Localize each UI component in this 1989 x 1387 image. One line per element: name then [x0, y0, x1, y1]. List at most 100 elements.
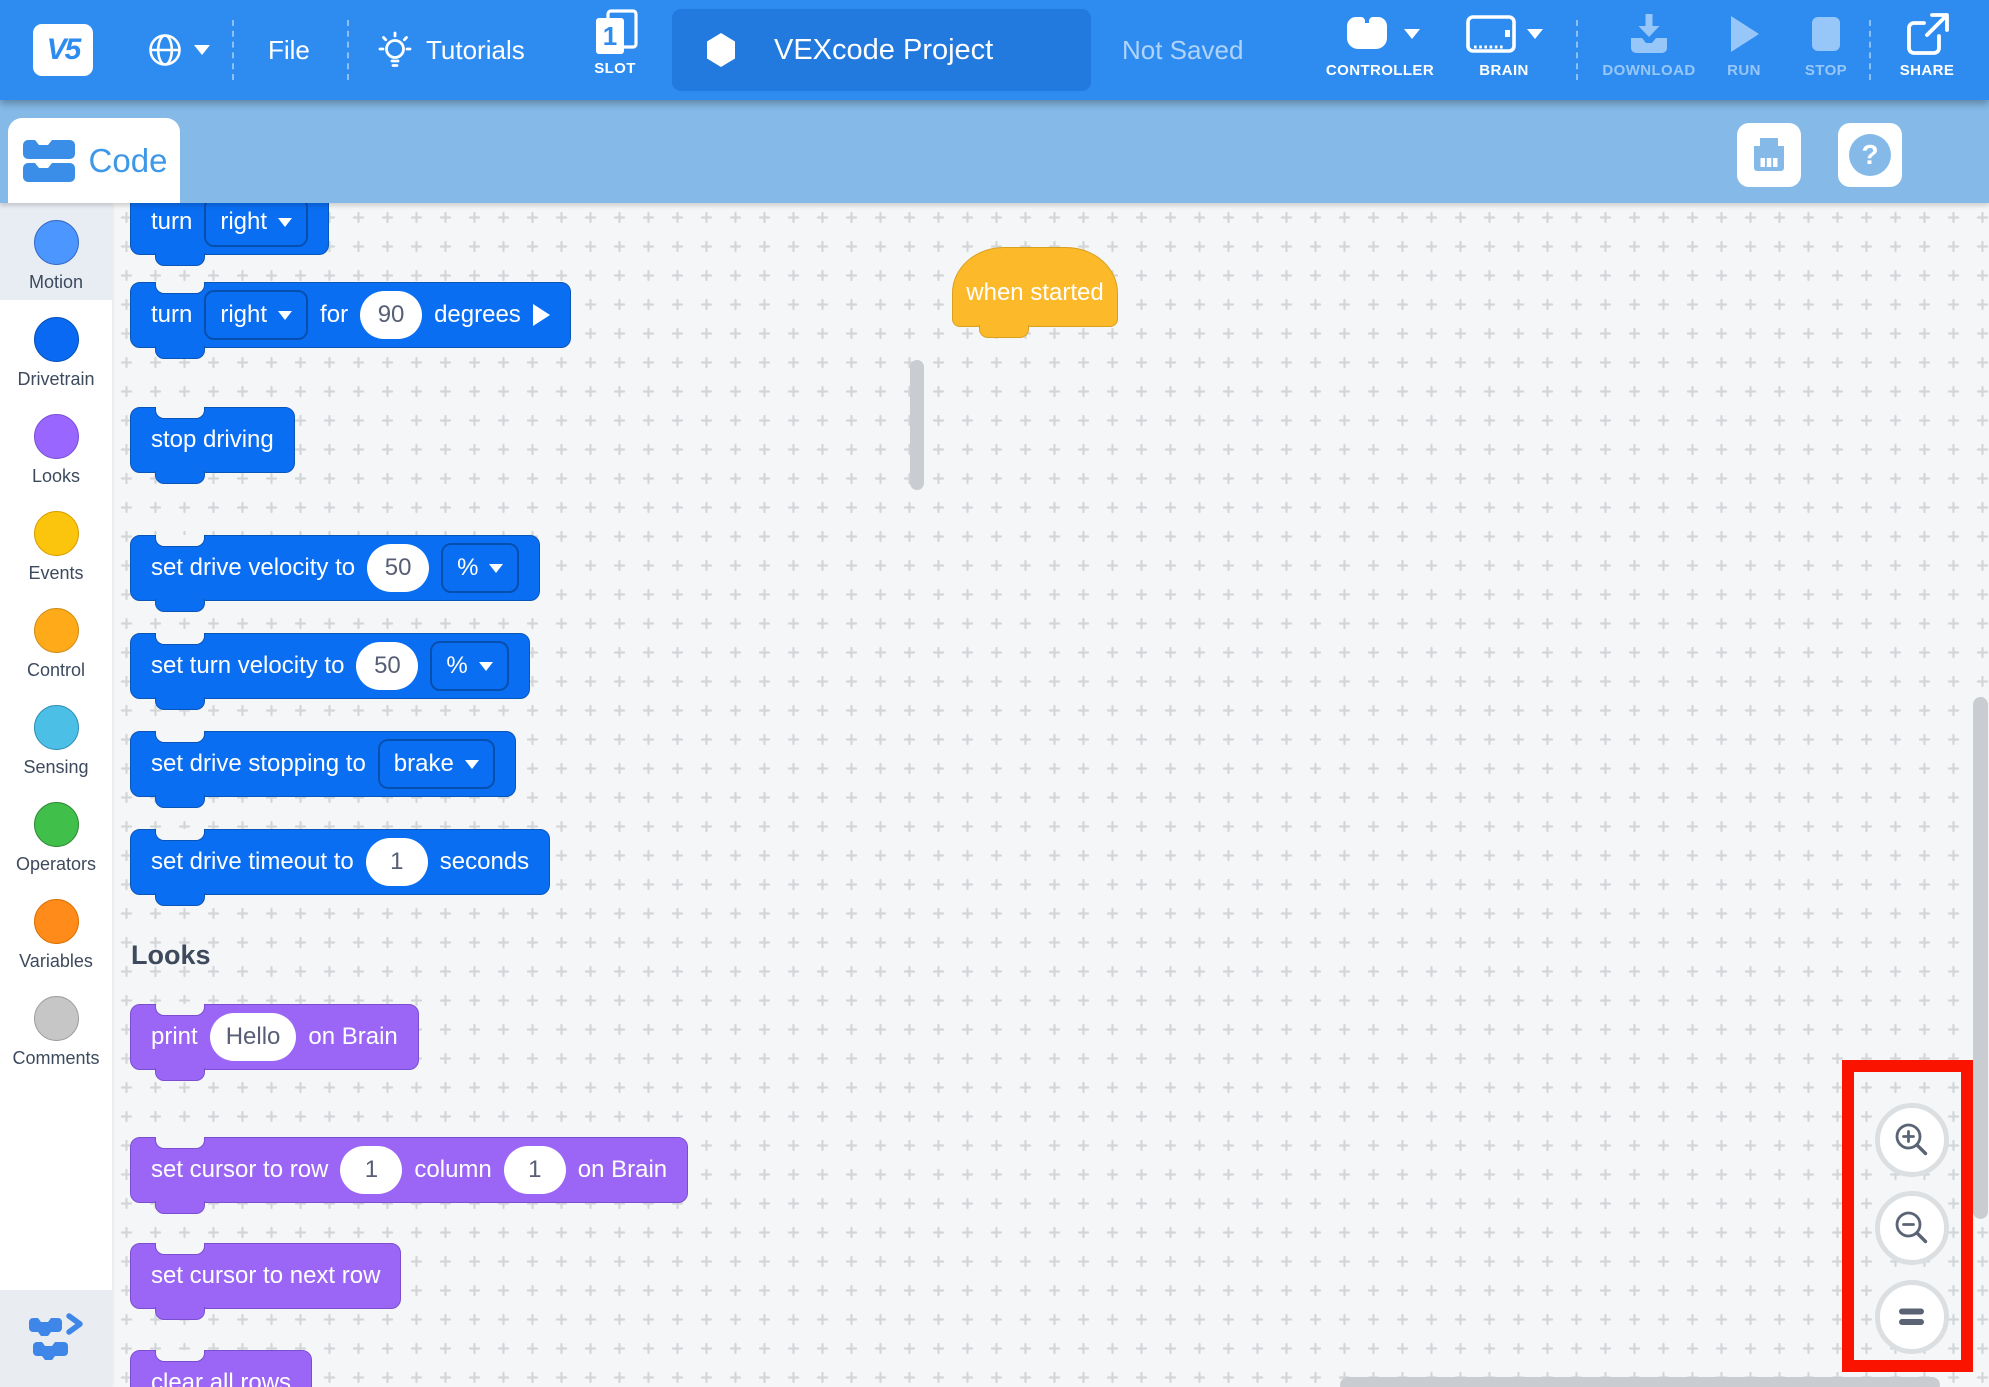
block-text: stop driving [151, 426, 274, 453]
category-circle [33, 705, 79, 750]
download-button[interactable]: DOWNLOAD [1594, 8, 1704, 79]
sidebar-item-events[interactable]: Events [0, 494, 112, 591]
category-label: Motion [28, 272, 84, 292]
tutorials-button[interactable]: Tutorials [374, 0, 525, 100]
toolbar-divider [1869, 20, 1871, 80]
hexagon-icon [707, 33, 735, 67]
chevron-down-icon [464, 759, 479, 769]
toolbar-divider [1576, 20, 1578, 80]
sidebar-item-looks[interactable]: Looks [0, 397, 112, 494]
palette-section-header: Looks [131, 940, 211, 970]
tab-code[interactable]: Code [8, 118, 180, 203]
palette-scrollbar[interactable] [910, 360, 924, 490]
slot-number: 1 [603, 21, 617, 51]
collapse-palette-button[interactable] [0, 1290, 112, 1387]
run-button[interactable]: RUN [1699, 8, 1789, 79]
category-label: Operators [15, 854, 97, 874]
block-text: set turn velocity to [151, 652, 345, 679]
project-name-button[interactable]: VEXcode Project [672, 9, 1091, 91]
palette-block-set-cursor-next-row[interactable]: set cursor to next row [130, 1242, 402, 1320]
hat-block-label: when started [966, 279, 1104, 306]
category-circle [33, 899, 79, 944]
block-text: degrees [434, 301, 521, 328]
block-dropdown[interactable]: % [441, 543, 520, 593]
share-label: SHARE [1899, 62, 1955, 79]
download-icon [1631, 14, 1667, 53]
category-circle [33, 317, 79, 362]
category-circle [33, 511, 79, 556]
block-input[interactable]: 90 [360, 291, 423, 339]
sidebar-item-drivetrain[interactable]: Drivetrain [0, 300, 112, 397]
sidebar-item-comments[interactable]: Comments [0, 979, 112, 1076]
block-dropdown[interactable]: right [204, 290, 309, 340]
share-icon [1907, 13, 1949, 55]
dropdown-value: % [457, 554, 479, 581]
block-input[interactable]: 1 [365, 838, 428, 886]
controller-label: CONTROLLER [1325, 62, 1435, 79]
sidebar-item-motion[interactable]: Motion [0, 203, 112, 300]
help-button[interactable]: ? [1838, 123, 1902, 187]
device-info-button[interactable] [1737, 123, 1801, 187]
horizontal-scrollbar[interactable] [1340, 1377, 1940, 1387]
block-dropdown[interactable]: % [430, 641, 509, 691]
sidebar-item-sensing[interactable]: Sensing [0, 688, 112, 785]
question-mark-icon: ? [1849, 134, 1891, 176]
block-text: set drive velocity to [151, 554, 356, 581]
expand-arrow-icon[interactable] [532, 304, 550, 326]
sidebar-item-control[interactable]: Control [0, 591, 112, 688]
language-menu[interactable] [146, 0, 210, 100]
palette-block-set-drive-velocity[interactable]: set drive velocity to 50% [130, 534, 541, 612]
vex-logo[interactable]: V5 [33, 24, 93, 76]
palette-block-stop-driving[interactable]: stop driving [130, 406, 295, 484]
share-button[interactable]: SHARE [1882, 8, 1972, 79]
block-text: set drive stopping to [151, 750, 366, 777]
run-icon [1731, 16, 1759, 52]
category-label: Variables [19, 951, 93, 971]
block-input[interactable]: 1 [503, 1146, 566, 1194]
block-input[interactable]: 1 [340, 1146, 403, 1194]
slot-button[interactable]: 1 SLOT [580, 8, 650, 77]
block-dropdown[interactable]: right [204, 203, 309, 247]
zoom-in-button[interactable] [1875, 1103, 1949, 1177]
slot-label: SLOT [594, 60, 636, 77]
block-text: print [151, 1023, 198, 1050]
category-label: Sensing [23, 757, 89, 777]
block-input[interactable]: 50 [367, 544, 430, 592]
palette-block-print-on-brain[interactable]: print Hello on Brain [130, 1003, 419, 1081]
block-text: on Brain [308, 1023, 398, 1050]
brain-ports-icon [1754, 138, 1784, 171]
save-status: Not Saved [1122, 34, 1244, 65]
block-input[interactable]: 50 [356, 642, 419, 690]
sidebar-item-operators[interactable]: Operators [0, 785, 112, 882]
palette-block-set-turn-velocity[interactable]: set turn velocity to 50% [130, 632, 530, 710]
zoom-out-icon [1895, 1211, 1928, 1244]
category-circle [33, 996, 79, 1041]
chevron-down-icon [1527, 29, 1543, 39]
chevron-down-icon [278, 217, 293, 227]
palette-block-clear-all-rows[interactable]: clear all rows [130, 1349, 313, 1387]
brain-button[interactable]: BRAIN [1452, 8, 1556, 79]
sidebar-item-variables[interactable]: Variables [0, 882, 112, 979]
zoom-reset-button[interactable] [1875, 1280, 1949, 1354]
vertical-scrollbar[interactable] [1973, 697, 1988, 1219]
tutorials-label: Tutorials [426, 34, 525, 65]
stop-icon [1812, 17, 1840, 51]
controller-button[interactable]: CONTROLLER [1320, 8, 1440, 79]
block-input[interactable]: Hello [209, 1013, 297, 1061]
when-started-block[interactable]: when started [952, 247, 1118, 338]
zoom-in-icon [1895, 1123, 1928, 1156]
palette-block-set-drive-stopping[interactable]: set drive stopping to brake [130, 730, 516, 808]
block-dropdown[interactable]: brake [377, 739, 495, 789]
zoom-out-button[interactable] [1875, 1191, 1949, 1265]
vex-logo-text: V5 [46, 33, 82, 66]
stop-button[interactable]: STOP [1781, 8, 1871, 79]
dropdown-value: % [446, 652, 468, 679]
file-menu[interactable]: File [268, 0, 310, 100]
